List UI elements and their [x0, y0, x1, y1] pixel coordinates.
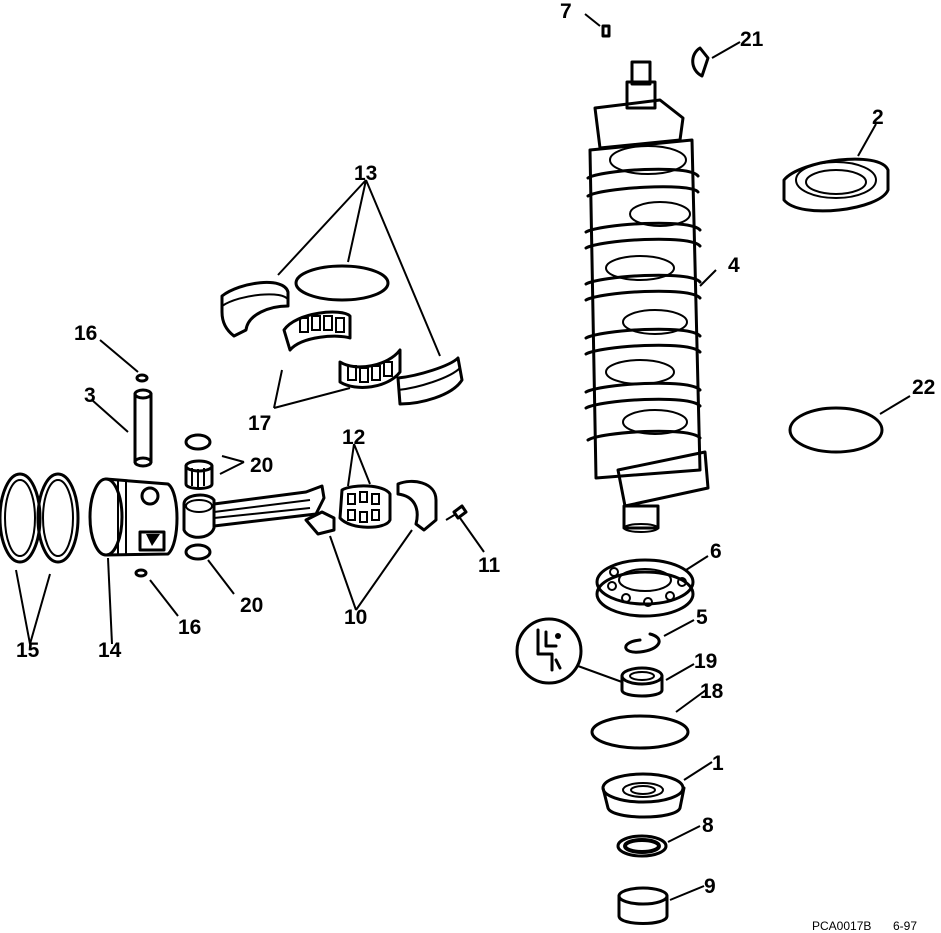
woodruff-key-21	[691, 46, 710, 78]
callout-12: 12	[342, 426, 365, 449]
o-ring-18	[590, 714, 690, 750]
piston-rings-15	[0, 472, 80, 564]
ball-bearing-6	[595, 558, 695, 618]
callout-18: 18	[700, 680, 724, 703]
roller-bearing-17	[282, 310, 402, 389]
rod-bolt-11	[445, 504, 468, 521]
callout-8: 8	[702, 814, 714, 837]
figure-code: PCA0017B	[812, 919, 871, 933]
rod-bearing-12	[338, 484, 392, 529]
wrist-pin-3	[133, 388, 153, 468]
callout-3: 3	[84, 384, 96, 407]
callout-16-top: 16	[74, 322, 97, 345]
figure-date: 6-97	[893, 919, 917, 933]
callout-4: 4	[728, 254, 740, 277]
callout-22: 22	[912, 376, 935, 399]
callout-2: 2	[872, 106, 884, 129]
lubricant-application-icon	[515, 617, 623, 685]
retaining-ring-5	[624, 632, 661, 654]
bearing-housing-1	[601, 772, 686, 819]
callout-1: 1	[712, 752, 724, 775]
callout-5: 5	[696, 606, 708, 629]
callout-7: 7	[560, 0, 572, 23]
callout-10: 10	[344, 606, 367, 629]
callout-17: 17	[248, 412, 271, 435]
leader-lines	[15, 13, 911, 901]
needle-bearing-20	[184, 433, 214, 561]
callout-20-top: 20	[250, 454, 273, 477]
callout-21: 21	[740, 28, 764, 51]
oil-seal-8	[616, 834, 668, 858]
callout-11: 11	[478, 554, 501, 577]
callout-6: 6	[710, 540, 722, 563]
callout-15: 15	[16, 639, 40, 662]
plug-7	[601, 24, 611, 38]
retaining-clip-16-top	[135, 373, 149, 383]
callout-13: 13	[354, 162, 377, 185]
callout-9: 9	[704, 875, 716, 898]
callout-14: 14	[98, 639, 122, 662]
callout-16-bottom: 16	[178, 616, 201, 639]
callout-19: 19	[694, 650, 717, 673]
retaining-clip-16-bottom	[134, 568, 148, 578]
piston-14	[88, 477, 179, 557]
callout-labels: 7 21 2 4 22 13 17 16 3 20 20 16 15 14 10…	[16, 0, 935, 933]
callout-20-bottom: 20	[240, 594, 263, 617]
o-ring-22	[788, 406, 884, 454]
crankshaft	[584, 60, 710, 533]
connecting-rod-10	[182, 479, 438, 539]
main-bearing-13	[220, 264, 464, 406]
seal-ring-2	[782, 157, 890, 213]
bushing-9	[617, 886, 669, 925]
sleeve-19	[620, 666, 664, 698]
